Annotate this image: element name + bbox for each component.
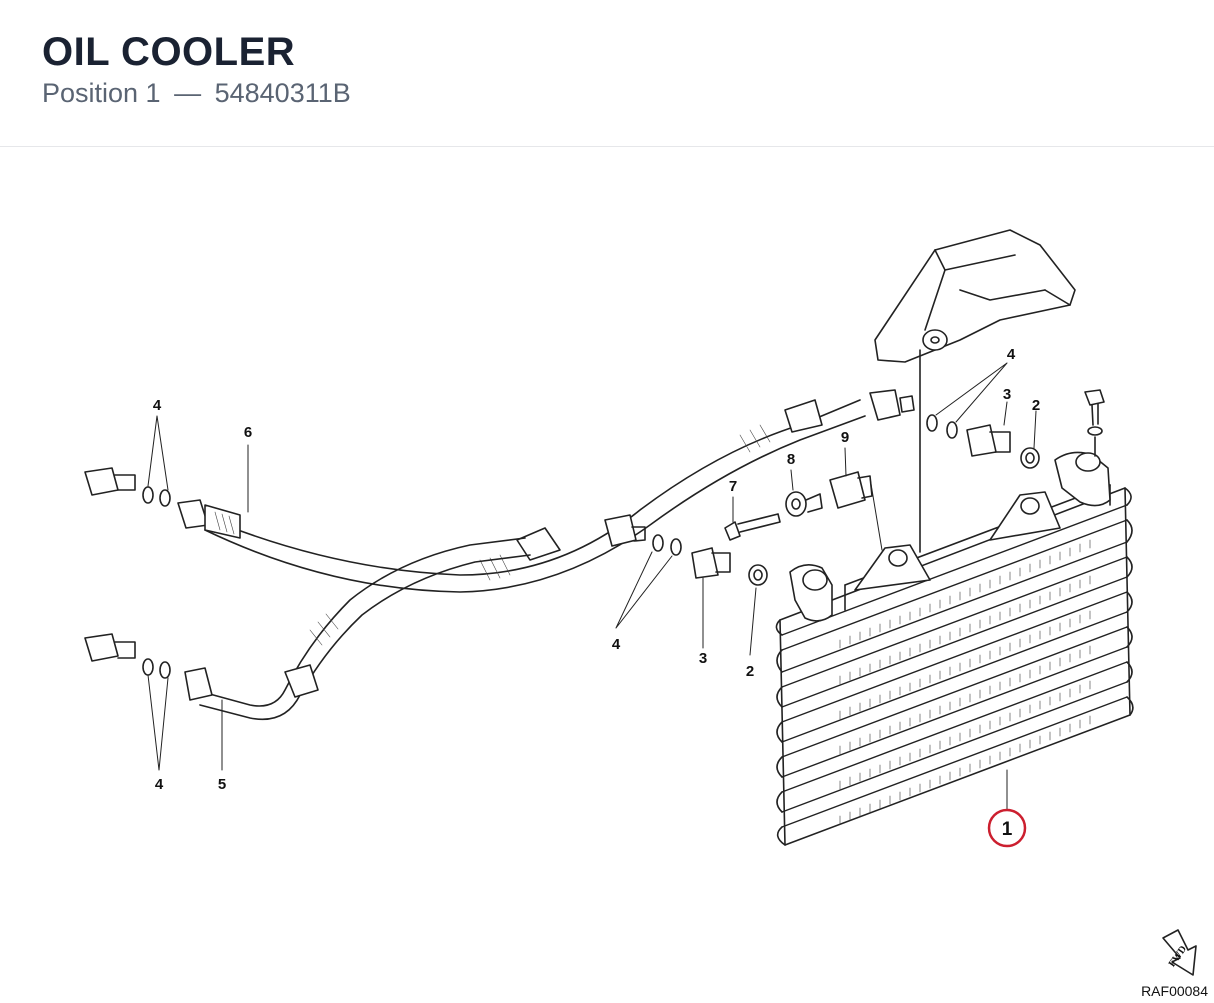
mounting-hardware	[724, 471, 873, 541]
upper-right-fittings	[926, 414, 1040, 469]
mounting-bracket	[874, 229, 1076, 553]
leader-lines	[147, 362, 1037, 811]
callout-5: 5	[218, 776, 226, 793]
highlighted-callout-1[interactable]: 1	[987, 808, 1027, 848]
left-fittings	[84, 467, 171, 679]
callout-3-center: 3	[699, 650, 707, 667]
callout-4-top-right: 4	[1007, 346, 1016, 363]
callout-4-bottom-left: 4	[155, 776, 164, 793]
callout-3-top-right: 3	[1003, 386, 1011, 403]
callout-highlight-ring	[987, 808, 1027, 848]
oil-hose-lower	[184, 537, 531, 721]
oil-cooler-body	[775, 451, 1134, 846]
part-number: 54840311B	[214, 78, 351, 108]
callout-8: 8	[787, 451, 795, 468]
callout-4-top-left: 4	[153, 397, 162, 414]
callout-6: 6	[244, 424, 252, 441]
oil-hose-upper	[177, 389, 915, 593]
callout-2-center: 2	[746, 663, 754, 680]
callout-4-center: 4	[612, 636, 621, 653]
callout-2-top-right: 2	[1032, 397, 1040, 414]
banjo-bolt	[1084, 389, 1105, 457]
subtitle-separator: —	[174, 78, 202, 108]
center-fittings	[604, 514, 768, 586]
page-title: OIL COOLER	[42, 30, 296, 74]
drawing-code: RAF00084	[1141, 983, 1208, 999]
callout-7: 7	[729, 478, 737, 495]
callout-9: 9	[841, 429, 849, 446]
position-label: Position 1	[42, 78, 161, 108]
fwd-arrow-icon	[1162, 929, 1197, 976]
page-subtitle: Position 1 — 54840311B	[42, 78, 351, 109]
callout-1: 1	[1002, 819, 1013, 840]
page-header: OIL COOLER Position 1 — 54840311B	[0, 0, 1214, 147]
